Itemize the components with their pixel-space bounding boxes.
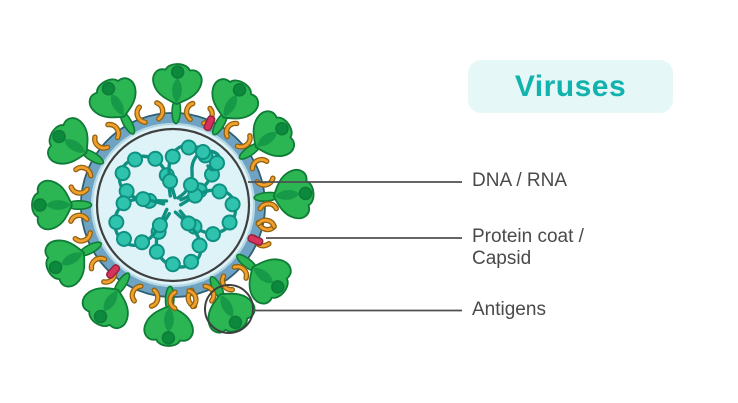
title-badge: Viruses (468, 60, 673, 113)
label-protein-coat: Protein coat / Capsid (472, 226, 584, 270)
leader-lines (248, 181, 462, 312)
title-text: Viruses (514, 69, 627, 103)
label-antigens: Antigens (472, 299, 546, 320)
label-protein-coat-line2: Capsid (472, 248, 532, 269)
label-protein-coat-line1: Protein coat / (472, 226, 584, 247)
rna-strands (102, 128, 250, 276)
virion (31, 62, 317, 348)
antigen-annotation-circle (204, 284, 254, 334)
rna-open-strand (176, 144, 225, 200)
label-dna-rna: DNA / RNA (472, 170, 568, 191)
virus-illustration (31, 62, 462, 348)
